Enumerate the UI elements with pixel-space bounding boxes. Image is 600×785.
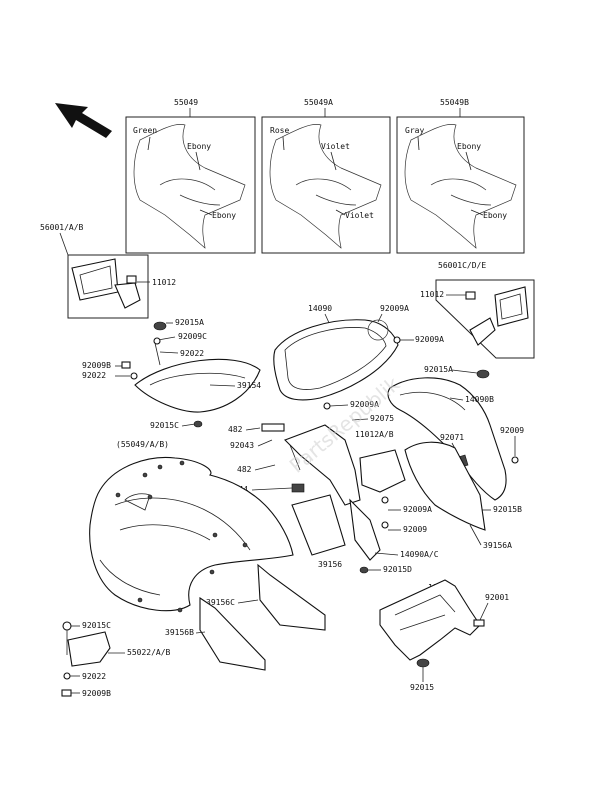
label-39156a: 39156A	[483, 541, 512, 550]
label-14090ac: 14090A/C	[400, 550, 439, 559]
box1-color-2: Ebony	[187, 142, 211, 151]
box2-part-number: 55049A	[304, 98, 333, 107]
label-92015: 92015	[410, 683, 434, 692]
box2-color-1: Rose	[270, 126, 289, 135]
label-92009b-bottom: 92009B	[82, 689, 111, 698]
label-92075: 92075	[370, 414, 394, 423]
label-55022ab: 55022/A/B	[127, 648, 171, 657]
label-92009a-right: 92009A	[415, 335, 444, 344]
label-92022-upper: 92022	[180, 349, 204, 358]
label-92009-right: 92009	[500, 426, 524, 435]
color-variant-box-3: 55049B Gray Ebony Ebony	[396, 98, 525, 254]
label-56001ab: 56001/A/B	[40, 223, 84, 232]
label-92001: 92001	[485, 593, 509, 602]
label-482-lower: 482	[237, 465, 252, 474]
label-92015d: 92015D	[383, 565, 412, 574]
box2-color-3: Violet	[345, 211, 374, 220]
box3-color-1: Gray	[405, 126, 424, 135]
label-39154: 39154	[237, 381, 261, 390]
label-92009a-mid: 92009A	[350, 400, 379, 409]
label-92015c-upper: 92015C	[150, 421, 179, 430]
label-92009a-top: 92009A	[380, 304, 409, 313]
label-92015a-right: 92015A	[424, 365, 453, 374]
label-11012ab: 11012A/B	[355, 430, 394, 439]
box3-color-2: Ebony	[457, 142, 481, 151]
label-11012-left: 11012	[152, 278, 176, 287]
upper-cowling: (55049/A/B)	[89, 440, 294, 613]
color-variant-box-1: 55049 Green Ebony Ebony	[125, 98, 256, 254]
label-92015c-lower: 92015C	[82, 621, 111, 630]
box3-part-number: 55049B	[440, 98, 469, 107]
label-92009a-lower: 92009A	[403, 505, 432, 514]
label-14090b: 14090B	[465, 395, 494, 404]
box1-color-3: Ebony	[212, 211, 236, 220]
label-92015a-left: 92015A	[175, 318, 204, 327]
label-39156b: 39156B	[165, 628, 194, 637]
label-92015b: 92015B	[493, 505, 522, 514]
label-92022-left: 92022	[82, 371, 106, 380]
label-55049ab: (55049/A/B)	[116, 440, 169, 449]
cowling-bracket: 11047 92001 92015	[379, 579, 509, 692]
lower-panels: 39156C 39156B	[165, 563, 326, 671]
right-cowl-group: 14090B 92009A 92075 11012A/B 92071 92009…	[323, 377, 524, 550]
box2-color-2: Violet	[321, 142, 350, 151]
box1-color-1: Green	[133, 126, 157, 135]
label-39156c: 39156C	[206, 598, 235, 607]
label-92009c: 92009C	[178, 332, 207, 341]
label-482-upper: 482	[228, 425, 243, 434]
box1-part-number: 55049	[174, 98, 198, 107]
front-direction-arrow-icon	[55, 103, 112, 138]
label-92043: 92043	[230, 441, 254, 450]
label-39156: 39156	[318, 560, 342, 569]
right-mirror-assembly: 56001C/D/E 11012 92009A 92015A	[393, 261, 535, 379]
label-11012-right: 11012	[420, 290, 444, 299]
box3-color-3: Ebony	[483, 211, 507, 220]
label-92009b-top: 92009B	[82, 361, 111, 370]
label-92022-lower: 92022	[82, 672, 106, 681]
lower-bracket-left: 92015C 55022/A/B 92022 92009B	[61, 621, 171, 698]
label-92009-lower: 92009	[403, 525, 427, 534]
label-56001cde: 56001C/D/E	[438, 261, 486, 270]
inner-panel-group: 92009A 92009 14090A/C 39156 92015D	[284, 424, 439, 574]
left-mirror-assembly: 56001/A/B 11012 92015A	[40, 223, 204, 331]
windscreen-group: 92009C 92022 92009B 92022 39154 92015C	[82, 332, 261, 430]
label-14090: 14090	[308, 304, 332, 313]
meter-cover-group: 14090 92009A 482 92043 482 92144	[224, 304, 409, 494]
label-92071: 92071	[440, 433, 464, 442]
color-variant-box-2: 55049A Rose Violet Violet	[261, 98, 391, 254]
